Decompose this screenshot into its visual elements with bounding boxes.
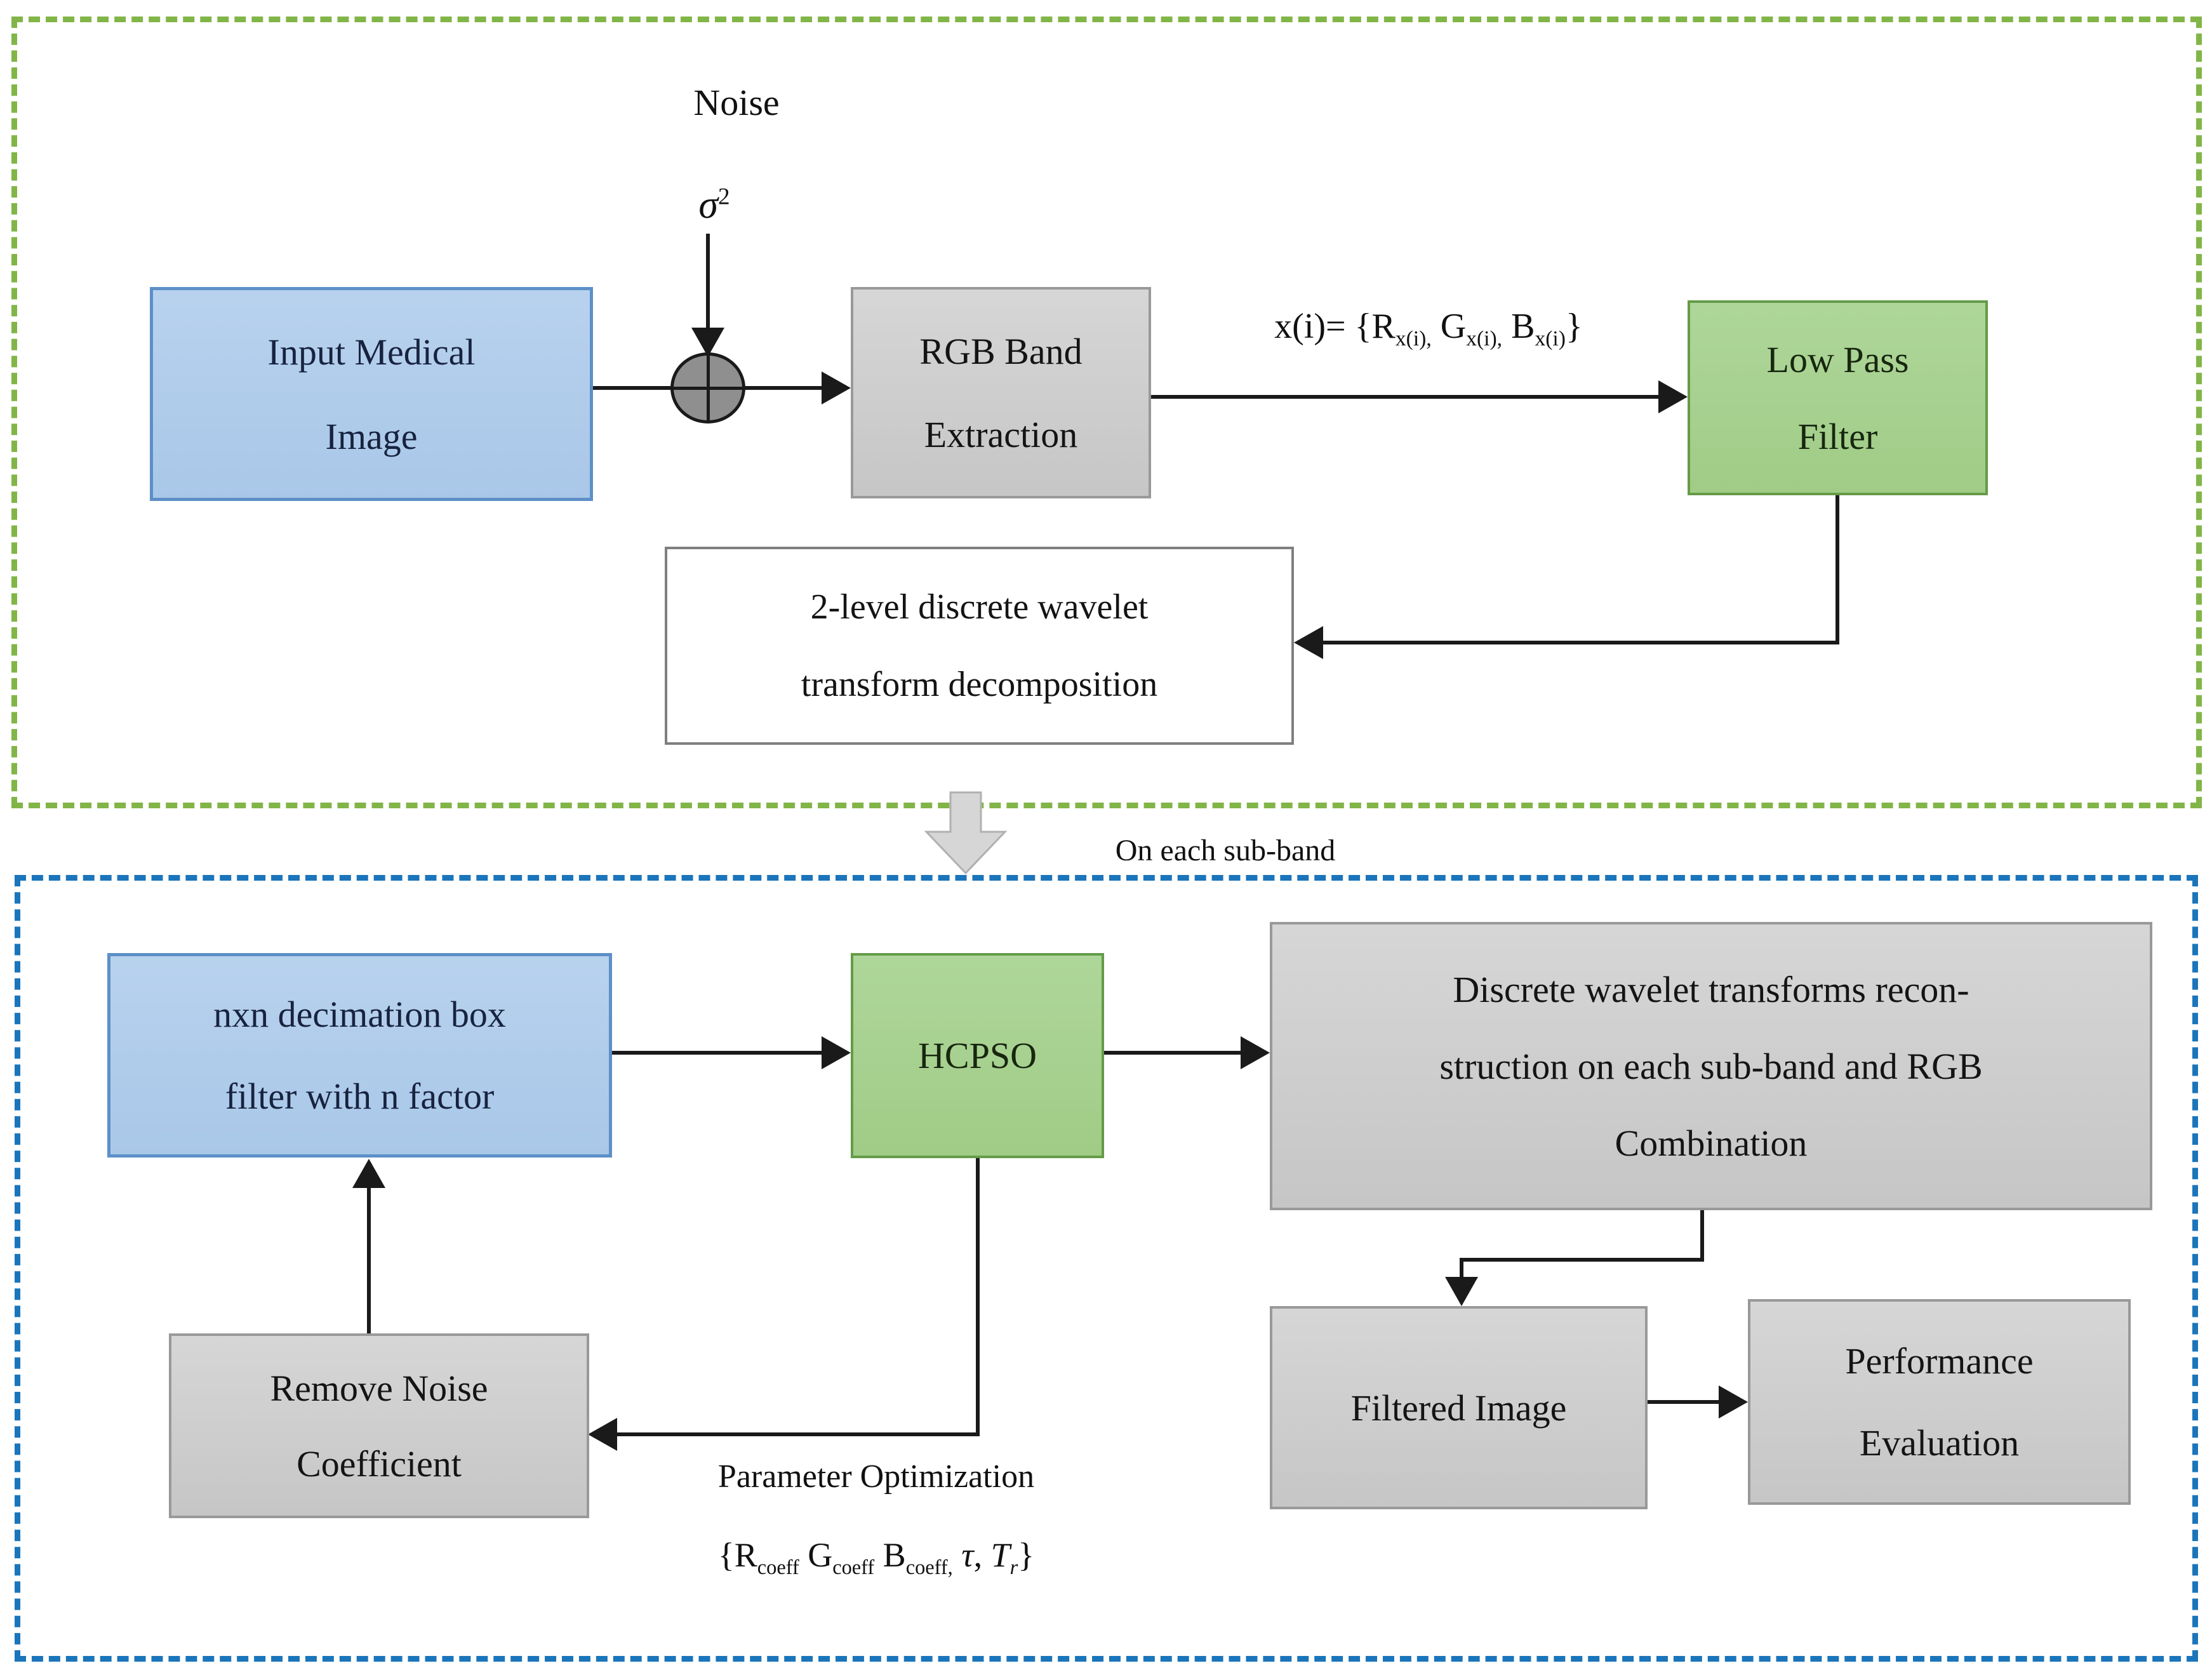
lpf-box-line1: Low Pass	[1766, 338, 1909, 380]
rgb-box-line2: Extraction	[924, 413, 1078, 455]
decimation-box-line2: filter with n factor	[225, 1076, 495, 1117]
noise-label: Noise	[693, 82, 780, 123]
flow-line-decimation-to-hcpso	[612, 1051, 823, 1055]
reconstruction-box-line2: struction on each sub-band and RGB	[1439, 1045, 1983, 1087]
performance-line2: Evaluation	[1859, 1422, 2020, 1464]
stage2-panel	[15, 875, 2198, 1662]
hcpso-box: HCPSO	[851, 953, 1104, 1158]
lpf-connector-vertical	[1836, 495, 1839, 644]
input-medical-image-box: Input Medical Image	[150, 287, 593, 501]
arrowhead-into-performance-icon	[1719, 1385, 1748, 1418]
reconstruction-connector-vertical1	[1700, 1210, 1704, 1262]
noise-line	[706, 234, 710, 330]
arrowhead-into-dwt-icon	[1294, 626, 1323, 659]
filtered-image-label: Filtered Image	[1350, 1387, 1567, 1429]
feedback-line-hcpso-horizontal	[617, 1432, 980, 1436]
rgb-band-extraction-box: RGB Band Extraction	[851, 287, 1151, 498]
flow-line-filtered-to-performance	[1648, 1400, 1720, 1404]
dwt-decomposition-box: 2-level discrete wavelet transform decom…	[665, 547, 1294, 745]
down-block-arrow-icon	[924, 791, 1008, 875]
low-pass-filter-box: Low Pass Filter	[1688, 300, 1988, 495]
reconstruction-connector-horizontal	[1462, 1258, 1704, 1262]
noise-arrowhead-icon	[691, 328, 724, 357]
arrowhead-into-filtered-icon	[1445, 1277, 1478, 1306]
performance-evaluation-box: Performance Evaluation	[1748, 1299, 2131, 1505]
reconstruction-box-line3: Combination	[1615, 1122, 1808, 1164]
arrowhead-into-lpf-icon	[1658, 380, 1688, 413]
remove-noise-coefficient-box: Remove Noise Coefficient	[169, 1333, 589, 1518]
arrowhead-into-rgb-icon	[822, 371, 851, 404]
stage1-panel	[11, 17, 2202, 808]
rgb-box-line1: RGB Band	[919, 330, 1083, 372]
adder-plus-horizontal	[672, 386, 744, 390]
noise-adder-node	[670, 352, 745, 424]
arrowhead-into-reconstruction-icon	[1241, 1036, 1270, 1069]
feedback-line-hcpso-vertical	[976, 1158, 980, 1436]
decimation-filter-box: nxn decimation box filter with n factor	[107, 953, 612, 1158]
input-box-line2: Image	[325, 415, 418, 457]
arrowhead-into-decimation-icon	[352, 1159, 385, 1188]
reconstruction-connector-vertical2	[1460, 1258, 1463, 1278]
dwt-box-line1: 2-level discrete wavelet	[810, 587, 1149, 627]
performance-line1: Performance	[1845, 1340, 2034, 1382]
sigma-exponent: 2	[717, 184, 730, 210]
sigma-squared-label: σ2	[644, 183, 784, 228]
arrowhead-into-hcpso-icon	[822, 1036, 851, 1069]
remove-noise-line1: Remove Noise	[270, 1367, 488, 1409]
filtered-image-box: Filtered Image	[1270, 1306, 1648, 1509]
parameter-set-formula-label: {Rcoeff Gcoeff Bcoeff, τ, Tr}	[717, 1536, 1035, 1579]
decimation-box-line1: nxn decimation box	[213, 994, 506, 1035]
on-each-subband-label: On each sub-band	[1115, 834, 1336, 867]
dwt-box-line2: transform decomposition	[801, 665, 1158, 704]
remove-noise-line2: Coefficient	[296, 1443, 462, 1485]
lpf-box-line2: Filter	[1797, 415, 1878, 457]
feedback-line-remove-to-decimation	[367, 1187, 371, 1333]
arrowhead-into-remove-noise-icon	[588, 1418, 617, 1451]
hcpso-box-label: HCPSO	[918, 1035, 1037, 1076]
input-box-line1: Input Medical	[267, 331, 476, 373]
lpf-connector-horizontal	[1322, 641, 1839, 644]
flow-line-rgb-to-lpf	[1151, 395, 1660, 399]
dwt-reconstruction-box: Discrete wavelet transforms recon- struc…	[1270, 922, 2152, 1210]
sigma-base: σ	[698, 184, 718, 227]
reconstruction-box-line1: Discrete wavelet transforms recon-	[1453, 968, 1969, 1010]
parameter-optimization-label: Parameter Optimization	[717, 1458, 1035, 1495]
rgb-formula-label: x(i)= {Rx(i), Gx(i), Bx(i)}	[1274, 307, 1583, 351]
flow-line-hcpso-to-reconstruction	[1104, 1051, 1242, 1055]
